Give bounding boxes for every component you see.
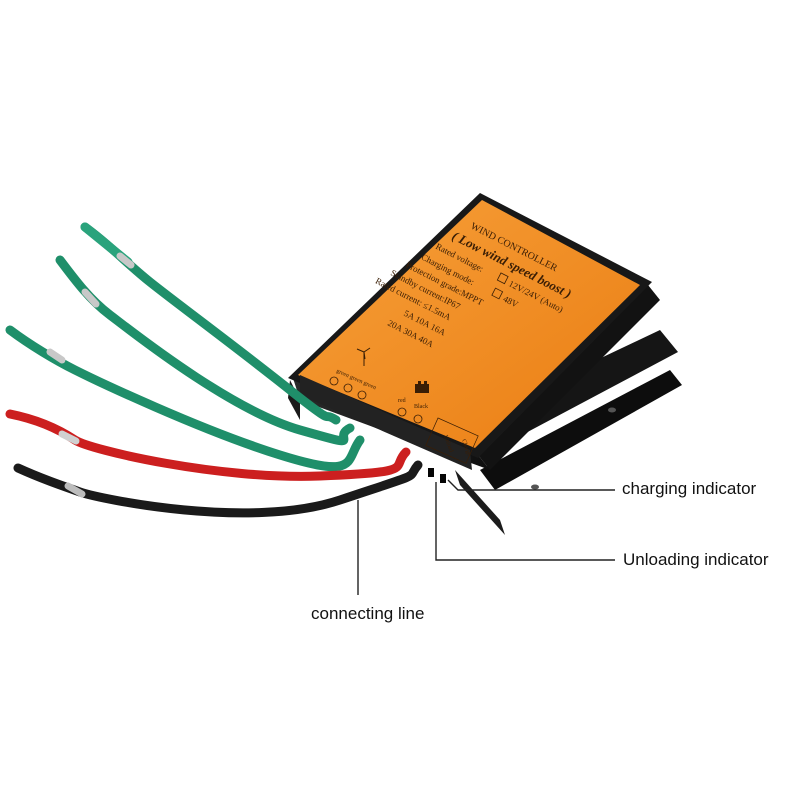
screw-hole <box>531 484 539 490</box>
charging-indicator-label: charging indicator <box>622 479 757 498</box>
black-wire <box>13 460 423 518</box>
green-wire-2 <box>55 255 355 446</box>
unloading-led <box>428 468 434 477</box>
unloading-indicator-leader <box>435 482 615 561</box>
unload-label: Unload <box>442 435 454 454</box>
indicator-leds <box>428 468 446 483</box>
connecting-line-label: connecting line <box>311 604 425 623</box>
screw-hole <box>608 407 616 413</box>
wind-turbine-icon <box>356 347 371 366</box>
terminal-black-label: Black <box>414 404 428 410</box>
unloading-indicator-label: Unloading indicator <box>623 550 769 569</box>
battery-icon <box>415 381 429 393</box>
callout-lines <box>357 479 615 595</box>
charge-label: Charge <box>460 439 472 458</box>
charging-led <box>440 474 446 483</box>
controller-body <box>288 193 660 470</box>
charging-indicator-leader <box>447 479 615 491</box>
controller-face-plate <box>298 200 640 448</box>
terminal-red-label: red <box>398 398 406 404</box>
wires <box>5 222 423 518</box>
